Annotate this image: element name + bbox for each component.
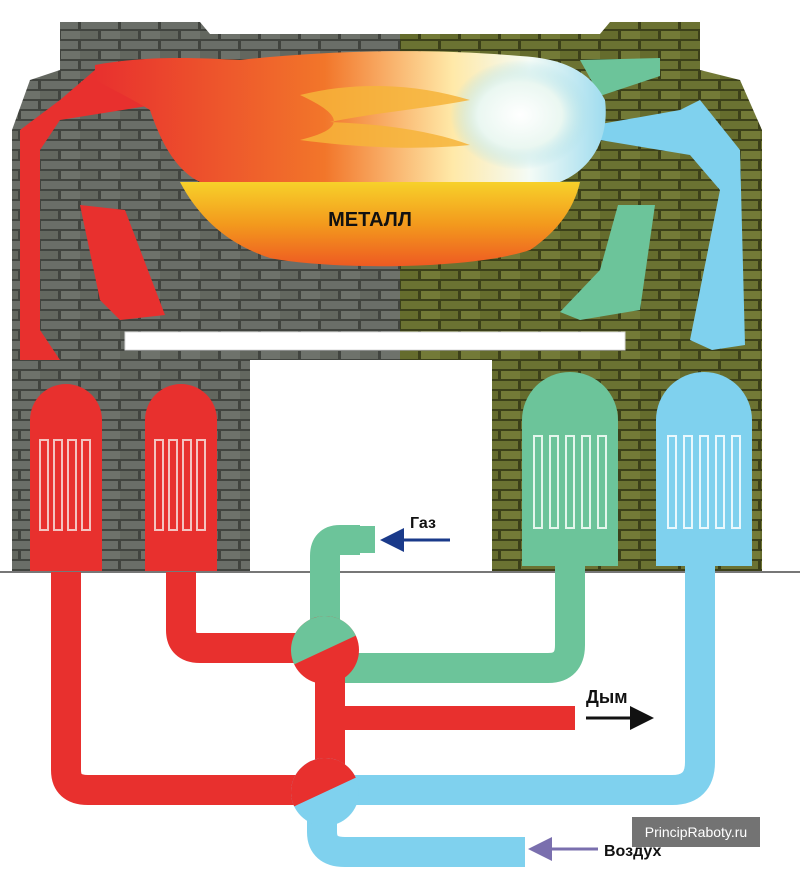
flue-pipe-2 [166,572,300,663]
air-label: Воздух [604,843,662,860]
site-watermark: PrincipRaboty.ru [632,817,760,847]
metal-bath [180,182,580,267]
regenerator-right-air [656,372,752,566]
metal-label: МЕТАЛЛ [328,209,412,231]
regenerator-left-2 [145,384,217,572]
flame-glow [450,60,590,170]
smoke-label: Дым [586,687,628,707]
right-uptake-top [580,58,660,96]
regenerator-left-1 [30,384,102,572]
gas-inlet-cap [340,526,375,553]
underfurnace-space [250,360,492,572]
gas-label: Газ [410,515,436,532]
right-uptake-gas [560,205,655,320]
reversing-valve-bottom [291,758,359,826]
left-uptake-inner [80,205,165,320]
flame-tongues [300,85,470,148]
hearth-slab [124,331,626,351]
right-uptake-air [595,100,745,350]
reversing-valve-top [291,616,359,684]
flue-pipe-1 [51,572,300,805]
regenerator-right-gas [522,372,618,566]
